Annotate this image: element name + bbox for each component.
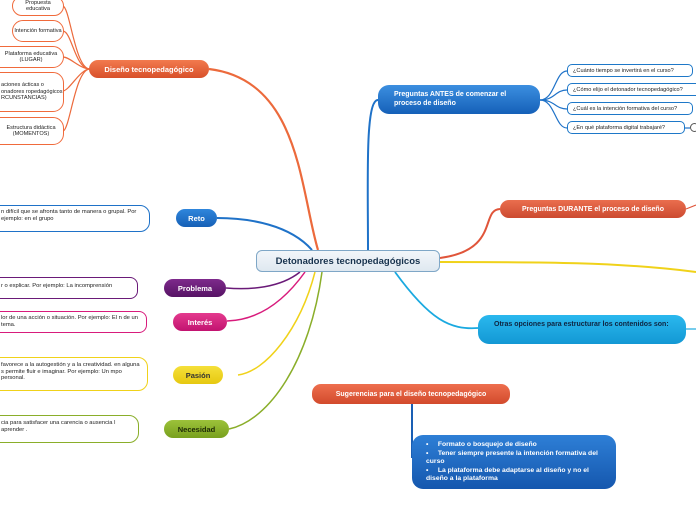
- branch-preguntas-antes[interactable]: Preguntas ANTES de comenzar el proceso d…: [378, 85, 540, 114]
- subtopic-estructura-didactica[interactable]: Estructura didáctica (MOMENTOS): [0, 117, 64, 145]
- branch-interes[interactable]: Interés: [173, 313, 227, 331]
- subtopic-propuesta-educativa[interactable]: Propuesta educativa: [12, 0, 64, 16]
- subtopic-situaciones-didacticas[interactable]: aciones ácticas o onadores ropedagógicos…: [0, 72, 64, 112]
- question-detonador[interactable]: ¿Cómo elijo el detonador tecnopedagógico…: [567, 83, 696, 96]
- suggestion-item: • Formato o bosquejo de diseño: [426, 441, 537, 448]
- branch-necesidad[interactable]: Necesidad: [164, 420, 229, 438]
- note-problema: r o explicar. Por ejemplo: La incomprens…: [0, 277, 138, 299]
- sugerencias-list[interactable]: • Formato o bosquejo de diseño • Tener s…: [412, 435, 616, 489]
- branch-reto[interactable]: Reto: [176, 209, 217, 227]
- note-reto: n difícil que se afronta tanto de manera…: [0, 205, 150, 232]
- note-pasion: favorece a la autogestión y a la creativ…: [0, 357, 148, 391]
- note-interes: lor de una acción o situación. Por ejemp…: [0, 311, 147, 333]
- note-necesidad: cia para satisfacer una carencia o ausen…: [0, 415, 139, 443]
- branch-preguntas-durante[interactable]: Preguntas DURANTE el proceso de diseño: [500, 200, 686, 218]
- suggestion-item: • Tener siempre presente la intención fo…: [426, 449, 598, 466]
- branch-sugerencias[interactable]: Sugerencias para el diseño tecnopedagógi…: [312, 384, 510, 404]
- subtopic-intencion-formativa[interactable]: Intención formativa: [12, 20, 64, 42]
- suggestion-item: • La plataforma debe adaptarse al diseño…: [426, 466, 589, 483]
- note-indicator-icon[interactable]: [690, 123, 696, 132]
- branch-problema[interactable]: Problema: [164, 279, 226, 297]
- central-topic[interactable]: Detonadores tecnopedagógicos: [256, 250, 440, 272]
- question-tiempo[interactable]: ¿Cuánto tiempo se invertirá en el curso?: [567, 64, 693, 77]
- branch-otras-opciones[interactable]: Otras opciones para estructurar los cont…: [478, 315, 686, 344]
- branch-diseno-tecnopedagogico[interactable]: Diseño tecnopedagógico: [89, 60, 209, 78]
- branch-pasion[interactable]: Pasión: [173, 366, 223, 384]
- subtopic-plataforma-educativa[interactable]: Plataforma educativa (LUGAR): [0, 46, 64, 68]
- question-intencion[interactable]: ¿Cuál es la intención formativa del curs…: [567, 102, 693, 115]
- question-plataforma[interactable]: ¿En qué plataforma digital trabajaré?: [567, 121, 685, 134]
